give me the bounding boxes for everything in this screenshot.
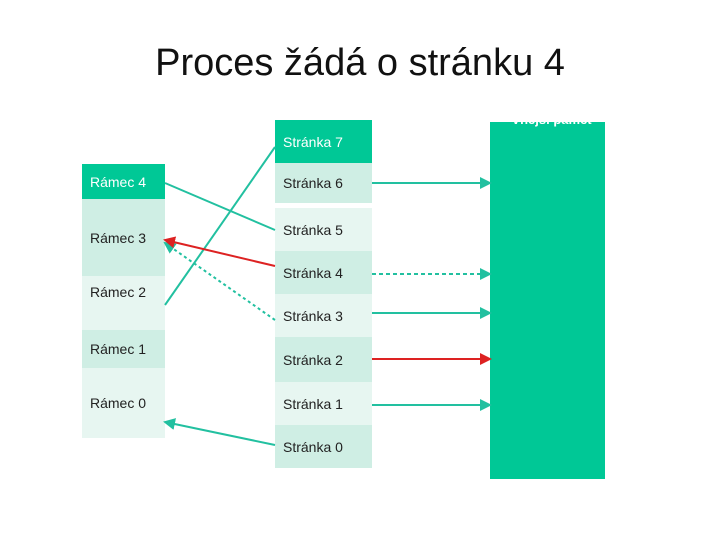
- frame-4: Rámec 4: [82, 164, 165, 199]
- external-memory-block: [490, 122, 605, 479]
- frame-0: Rámec 0: [82, 368, 165, 438]
- page-7: Stránka 7: [275, 120, 372, 163]
- page-5: Stránka 5: [275, 208, 372, 251]
- page-7-label: Stránka 7: [283, 133, 343, 150]
- page-1: Stránka 1: [275, 382, 372, 425]
- page-3-label: Stránka 3: [283, 307, 343, 324]
- frame-3-label: Rámec 3: [90, 229, 147, 246]
- map-page0-frame0: [163, 418, 276, 446]
- frame-3: Rámec 3: [82, 199, 165, 276]
- frame-1-label: Rámec 1: [90, 341, 147, 357]
- page-4-label: Stránka 4: [283, 264, 343, 281]
- page-3: Stránka 3: [275, 294, 372, 337]
- page-4: Stránka 4: [275, 251, 372, 294]
- frame-4-label: Rámec 4: [90, 173, 147, 190]
- page-6: Stránka 6: [275, 163, 372, 203]
- frame-2-label: Rámec 2: [90, 284, 147, 300]
- slide-title: Proces žádá o stránku 4: [155, 42, 565, 84]
- page-0-label: Stránka 0: [283, 438, 343, 455]
- frame-2: Rámec 2: [82, 276, 165, 330]
- page-6-label: Stránka 6: [283, 175, 343, 191]
- external-memory-label: Vnější paměť: [511, 112, 594, 127]
- page-1-label: Stránka 1: [283, 395, 343, 412]
- page-0: Stránka 0: [275, 425, 372, 468]
- page-5-label: Stránka 5: [283, 221, 343, 238]
- page-2-label: Stránka 2: [283, 351, 343, 368]
- frame-0-label: Rámec 0: [90, 395, 147, 411]
- map-page3-frame3: [163, 241, 276, 321]
- frame-1: Rámec 1: [82, 330, 165, 368]
- map-page4-frame3-request: [163, 236, 276, 267]
- map-page6-frame4: [164, 182, 276, 231]
- map-page7-frame2: [164, 146, 276, 306]
- page-2: Stránka 2: [275, 337, 372, 382]
